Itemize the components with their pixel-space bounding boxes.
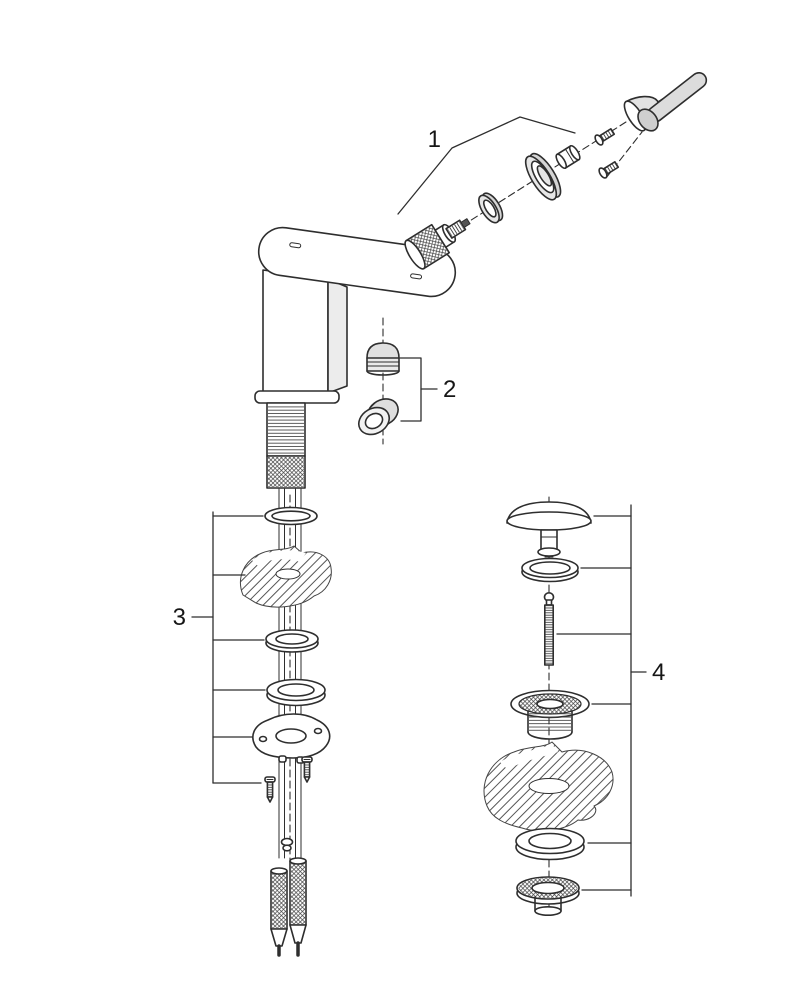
seal-ring [478,192,504,224]
callout-3-label: 3 [173,604,186,631]
callout-2-label: 2 [443,376,456,403]
mounting-bracket [252,713,331,764]
base-washer [266,678,326,707]
base-flange [254,390,340,404]
o-ring [264,506,318,526]
fixing-screw-lower [598,161,620,179]
callout-2-bracket [399,357,422,422]
body-side-face [327,278,348,394]
screw-leader-centerline [605,131,643,179]
knurled-shank [266,455,306,489]
waste-seal-ring [521,557,579,583]
adapter-nut [555,144,581,170]
threaded-shank [266,402,306,457]
plug-cap [506,501,592,558]
hose-fitting [280,837,294,852]
drain-flange [510,689,590,740]
bracket-screw-right [301,756,313,783]
fixing-screw-upper [594,128,616,146]
callout-4-label: 4 [652,659,665,686]
cartridge [404,218,471,270]
plate-slot-right [410,273,423,280]
rubber-gasket [515,827,585,861]
mousseur-aerator [366,342,400,376]
callout-4-bracket [556,504,647,897]
plate-slot-left [289,242,302,249]
callout-3-bracket [191,511,266,784]
callout-1-label: 1 [428,126,441,153]
spout-insert [357,398,399,436]
deck-section [239,545,332,608]
bracket-screw-left [264,776,276,803]
handle-assembly-group: 1 [397,71,708,270]
callout-1-leader [397,116,576,215]
pull-rod [543,591,555,666]
lever-handle [637,71,708,132]
mounting-set-group: 3 [173,506,332,803]
pop-up-waste-group: 4 [483,501,665,916]
hose-connector-right [289,857,307,957]
hose-connector-left [270,867,288,957]
drain-body [516,876,580,916]
washer [265,629,319,653]
body-front-face [262,269,329,394]
basin-section [483,741,614,832]
cap-ring [524,152,562,201]
spout-outlet-group: 2 [357,342,456,436]
